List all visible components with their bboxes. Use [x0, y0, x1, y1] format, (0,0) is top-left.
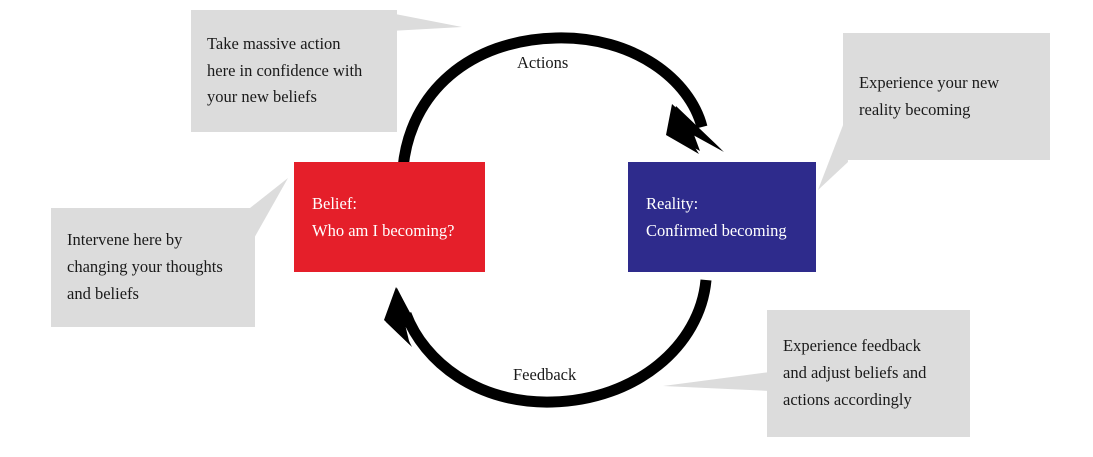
arrow-label-feedback: Feedback	[513, 365, 577, 384]
callout-line: and beliefs	[67, 283, 139, 303]
callout-experience-new-reality[interactable]: Experience your new reality becoming	[843, 33, 1050, 160]
callout-take-massive-action[interactable]: Take massive action here in confidence w…	[191, 10, 397, 132]
belief-node-subtitle: Who am I becoming?	[312, 221, 455, 240]
feedback-arrow	[384, 279, 712, 408]
callout-experience-feedback[interactable]: Experience feedback and adjust beliefs a…	[767, 310, 970, 437]
callout-line: and adjust beliefs and	[783, 363, 927, 383]
reality-node-subtitle: Confirmed becoming	[646, 221, 787, 240]
callout-tail-reality	[818, 120, 848, 190]
callout-line: actions accordingly	[783, 389, 912, 409]
callout-tail-feedback	[663, 372, 770, 391]
callout-line: changing your thoughts	[67, 257, 223, 277]
belief-node-title: Belief:	[312, 193, 357, 213]
callout-line: here in confidence with	[207, 60, 363, 80]
callout-tail-intervene	[250, 178, 288, 240]
belief-node[interactable]: Belief: Who am I becoming?	[294, 162, 485, 272]
callout-line: Take massive action	[207, 33, 341, 53]
callout-line: Experience your new	[859, 72, 1000, 92]
reality-node[interactable]: Reality: Confirmed becoming	[628, 162, 816, 272]
callout-line: your new beliefs	[207, 87, 317, 107]
callout-line: Experience feedback	[783, 336, 921, 356]
reality-node-title: Reality:	[646, 193, 699, 213]
actions-arrow	[397, 32, 724, 169]
callout-intervene-here[interactable]: Intervene here by changing your thoughts…	[51, 208, 255, 327]
callout-tail-action	[390, 13, 462, 31]
callout-line: Intervene here by	[67, 230, 183, 250]
arrow-label-actions: Actions	[517, 53, 569, 72]
callout-line: reality becoming	[859, 99, 971, 119]
